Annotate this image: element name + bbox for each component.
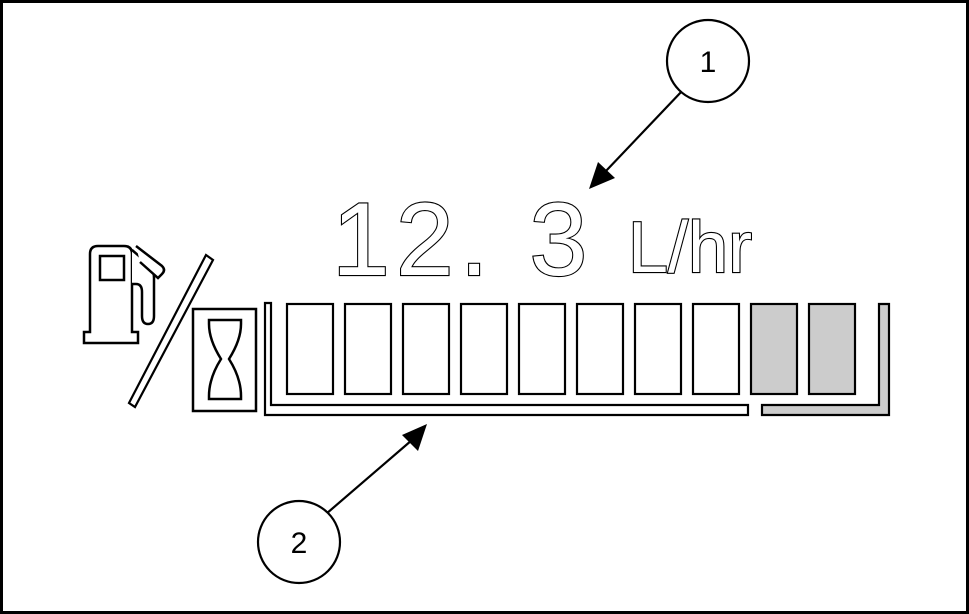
callout-2-label: 2 — [291, 527, 308, 560]
bargraph-segment-shaded — [749, 302, 799, 396]
callout-1-label: 1 — [700, 46, 717, 79]
bargraph-segment — [575, 302, 625, 396]
hourglass-icon — [191, 307, 258, 413]
bargraph-segment — [285, 302, 335, 396]
bargraph-segment — [517, 302, 567, 396]
bargraph-segments — [285, 302, 857, 396]
bargraph-segment — [691, 302, 741, 396]
bargraph-bracket — [263, 301, 891, 417]
bargraph-segment — [633, 302, 683, 396]
fuel-pump-icon — [82, 244, 166, 345]
fuel-rate-value: 12. 3 — [332, 182, 593, 298]
bargraph-segment-shaded — [807, 302, 857, 396]
callout-2: 2 — [256, 424, 427, 585]
slash-divider — [127, 253, 215, 409]
callout-1: 1 — [589, 18, 751, 189]
bargraph-segment — [401, 302, 451, 396]
fuel-rate-unit: L/hr — [628, 208, 752, 288]
bargraph-segment — [343, 302, 393, 396]
bargraph-segment — [459, 302, 509, 396]
